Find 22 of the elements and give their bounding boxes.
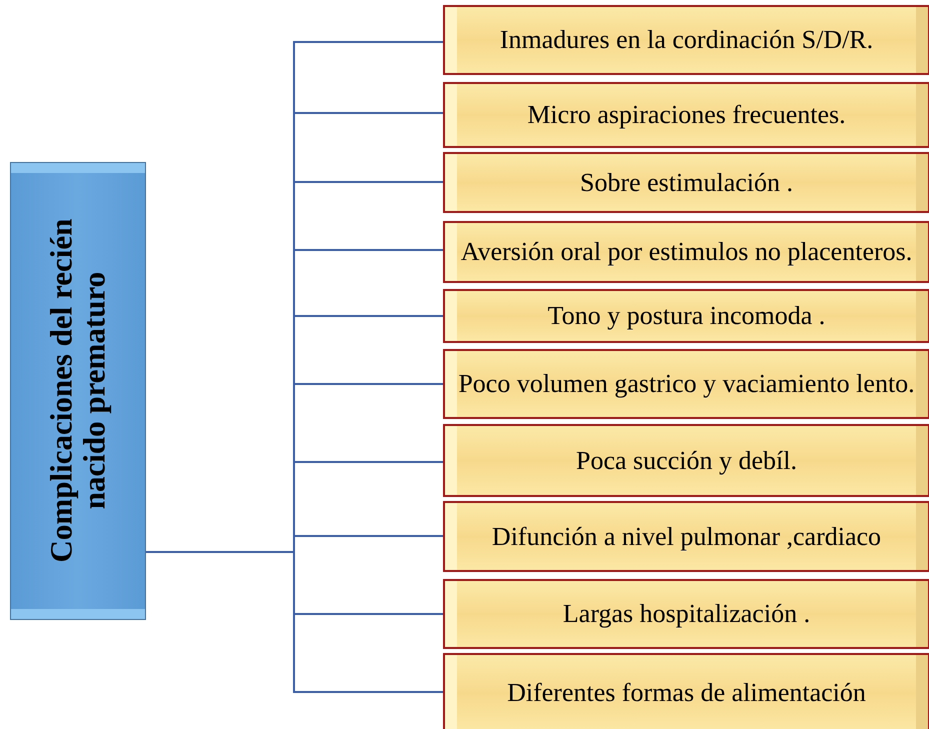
main-topic-text: Complicaciones del recién nacido prematuro (45, 218, 111, 565)
complication-box (443, 653, 929, 729)
complication-text: Poca succión y debíl. (576, 448, 797, 474)
complication-text: Diferentes formas de alimentación (507, 680, 866, 706)
complication-text: Aversión oral por estimulos no placenteros. (460, 239, 912, 265)
complication-text: Micro aspiraciones frecuentes. (527, 102, 846, 128)
complication-box (443, 424, 929, 497)
complication-box (443, 579, 929, 649)
complication-box (443, 82, 929, 148)
complication-box (443, 221, 929, 283)
complication-box (443, 289, 929, 343)
complication-box (443, 152, 929, 213)
title-box (10, 162, 146, 620)
complication-box (443, 349, 929, 419)
complication-text: Inmadures en la cordinación S/D/R. (500, 27, 874, 53)
complication-box (443, 501, 929, 572)
complication-text: Largas hospitalización . (562, 601, 810, 627)
complication-text: Poco volumen gastrico y vaciamiento lento. (458, 371, 915, 397)
complication-text: Tono y postura incomoda . (548, 303, 826, 329)
complication-text: Difunción a nivel pulmonar ,cardiaco (492, 524, 882, 550)
complication-box (443, 5, 929, 75)
complication-text: Sobre estimulación . (580, 170, 793, 196)
